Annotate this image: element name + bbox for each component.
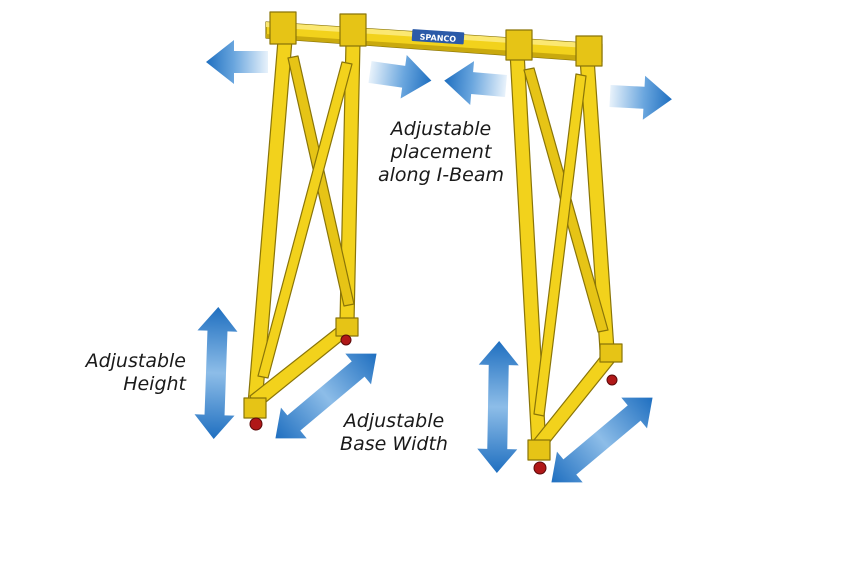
logo-text: SPANCO	[419, 33, 456, 44]
label-line: placement	[390, 141, 492, 163]
label-line: Adjustable	[390, 118, 492, 140]
arrow-left-inner-right	[442, 58, 508, 108]
arrow-left-outer	[206, 40, 268, 84]
arrow-right-inner-left	[366, 50, 435, 103]
caster-wheel	[340, 334, 352, 346]
label-adjustable-height: Adjustable Height	[60, 350, 186, 396]
label-ibeam-placement: Adjustable placement along I-Beam	[366, 118, 516, 187]
label-line: along I-Beam	[377, 164, 505, 186]
label-line: Adjustable	[85, 350, 186, 372]
caster-wheel	[606, 374, 618, 386]
arrow-height-left	[193, 306, 239, 440]
casters	[249, 334, 618, 475]
label-line: Base Width	[340, 433, 448, 455]
arrow-base-right	[538, 382, 666, 498]
arrow-height-right	[476, 340, 520, 474]
label-adjustable-base-width: Adjustable Base Width	[324, 410, 464, 456]
caster-wheel	[249, 417, 263, 431]
gantry-frame	[243, 11, 623, 461]
left-brace-2	[257, 61, 353, 379]
caster-wheel	[533, 461, 547, 475]
spanco-logo: SPANCO	[411, 29, 465, 45]
right-brace-2	[533, 73, 587, 417]
arrow-right-outer	[608, 74, 674, 122]
label-line: Adjustable	[343, 410, 445, 432]
label-line: Height	[123, 373, 186, 395]
